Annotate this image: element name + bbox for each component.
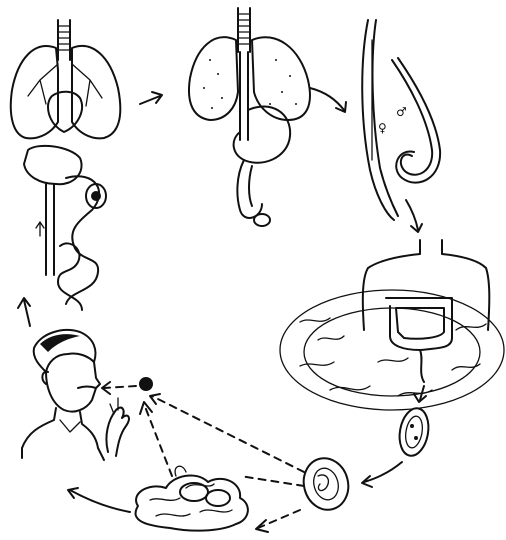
- female-symbol: ♀: [378, 121, 387, 135]
- arrow-icon: [68, 488, 130, 512]
- arrow-icon: [362, 462, 402, 487]
- egg-dot: [139, 377, 153, 391]
- arrow-icon: [406, 200, 422, 232]
- male-symbol: ♂: [396, 105, 407, 119]
- lungs-heart-illustration: [11, 20, 121, 310]
- arrow-icon: [140, 92, 162, 104]
- man-eating-illustration: [22, 330, 129, 460]
- arrow-icon: [310, 88, 346, 112]
- parasite-egg-illustration: [298, 453, 354, 515]
- arrow-icon: [18, 298, 30, 326]
- parasite-egg-illustration: [396, 406, 432, 458]
- dashed-arrow-icon: [102, 382, 304, 532]
- vegetables-illustration: [136, 466, 248, 530]
- human-intestine-illustration: [280, 240, 504, 410]
- lungs-stomach-illustration: [189, 8, 310, 226]
- roundworm-illustration: ♂ ♀: [362, 20, 440, 220]
